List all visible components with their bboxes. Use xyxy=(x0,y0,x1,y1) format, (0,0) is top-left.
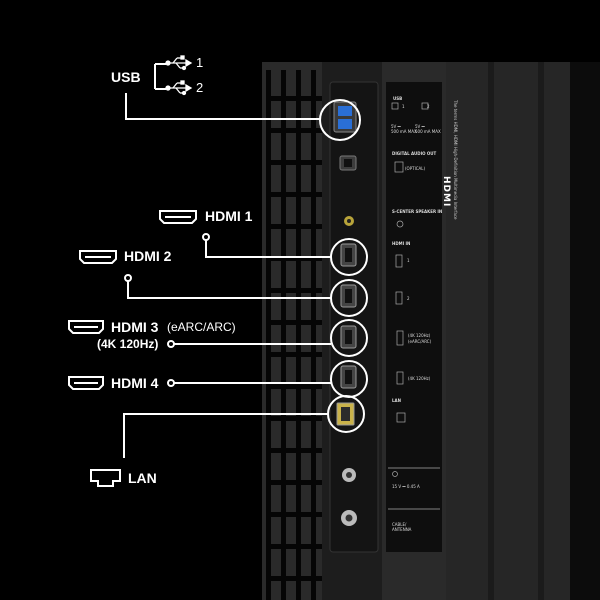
panel-antenna-label: ANTENNA xyxy=(392,527,412,532)
panel-optical-label: (OPTICAL) xyxy=(405,166,426,171)
usb-port-1-label: 1 xyxy=(196,55,204,70)
power-connector xyxy=(342,468,356,482)
antenna-connector xyxy=(341,510,357,526)
vent-grid xyxy=(266,70,322,600)
hdmi-logo: HDMI xyxy=(441,176,451,208)
panel-usb-spec-2: 5V ⎓ xyxy=(415,124,425,129)
panel-power-spec: 15 V ⎓ 0.45 A xyxy=(392,484,420,489)
label-strip xyxy=(386,82,442,552)
lan-label: LAN xyxy=(128,470,157,486)
hdmi-port-1 xyxy=(340,243,357,267)
hdmi4-label: HDMI 4 xyxy=(111,375,159,391)
usb-leader-line xyxy=(125,93,320,120)
hdmi3-4k-label: (4K 120Hz) xyxy=(97,337,159,351)
hdmi1-leader-line xyxy=(205,239,331,258)
panel-usb-spec-1b: 500 mA MAX xyxy=(391,129,417,134)
usb-port-2-label: 2 xyxy=(196,80,204,95)
hdmi3-label: HDMI 3 xyxy=(111,319,159,335)
panel-hdmi-in-4: (4K 120Hz) xyxy=(408,376,431,381)
hdmi2-leader-line xyxy=(127,280,331,299)
hdmi-port-2 xyxy=(340,284,357,308)
panel-lan-title: LAN xyxy=(392,398,401,403)
panel-trademark-text: The terms HDMI, HDMI High-Definition Mul… xyxy=(453,100,458,220)
hdmi-connector-icon xyxy=(68,376,104,390)
panel-hdmi-in-3b: (eARC/ARC) xyxy=(408,339,432,344)
hdmi-port-3 xyxy=(340,325,357,349)
panel-hdmi-in-title: HDMI IN xyxy=(392,241,411,246)
optical-port xyxy=(339,155,357,171)
panel-usb-2: 2 xyxy=(427,104,430,109)
hdmi2-label: HDMI 2 xyxy=(124,248,172,264)
panel-cable-label: CABLE/ xyxy=(392,522,407,527)
lan-port xyxy=(336,402,355,426)
hdmi-port-4 xyxy=(340,365,357,389)
lan-leader-line xyxy=(123,413,328,458)
hdmi-connector-icon xyxy=(159,210,197,224)
panel-hdmi-in-3a: (4K 120Hz) xyxy=(408,333,431,338)
hdmi3-callout-circle xyxy=(330,319,368,357)
panel-hdmi-in-2: 2 xyxy=(407,296,410,301)
panel-center-title: S-CENTER SPEAKER IN xyxy=(392,209,443,214)
usb-symbol-icon xyxy=(165,80,193,96)
tv-back-panel xyxy=(262,62,600,600)
panel-usb-1: 1 xyxy=(402,104,405,109)
hdmi-connector-icon xyxy=(68,320,104,334)
lan-connector-icon xyxy=(90,469,121,487)
usb-label: USB xyxy=(111,69,141,85)
usb-port-stack xyxy=(333,101,357,133)
usb-symbol-icon xyxy=(165,55,193,71)
panel-optical-title: DIGITAL AUDIO OUT xyxy=(392,151,437,156)
hdmi-connector-icon xyxy=(79,250,117,264)
panel-usb-spec-2b: 500 mA MAX xyxy=(415,129,441,134)
panel-usb-spec-1: 5V ⎓ xyxy=(391,124,401,129)
center-speaker-port xyxy=(344,216,354,226)
panel-usb-title: USB xyxy=(393,96,403,101)
panel-hdmi-in-1: 1 xyxy=(407,258,410,263)
hdmi1-label: HDMI 1 xyxy=(205,208,253,224)
hdmi3-earc-label: (eARC/ARC) xyxy=(167,320,236,334)
